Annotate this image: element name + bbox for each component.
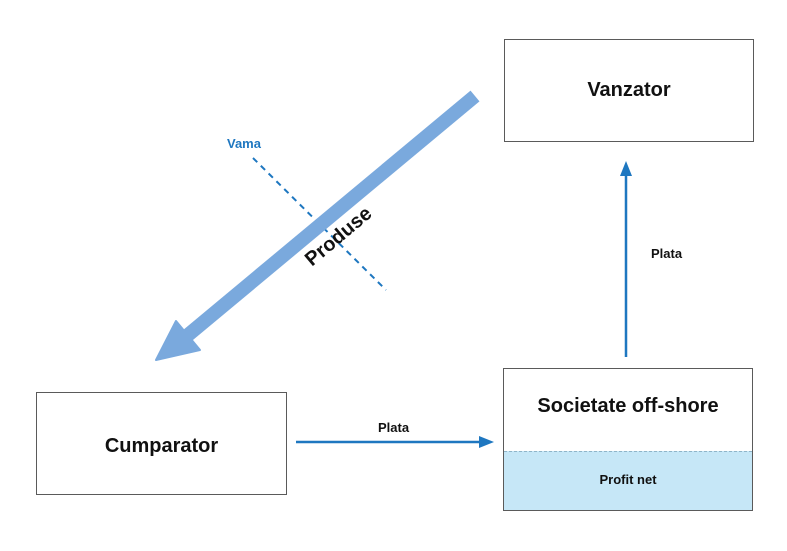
offshore-label: Societate off-shore bbox=[537, 395, 719, 417]
plata-vertical-label: Plata bbox=[651, 246, 683, 261]
cumparator-node: Cumparator bbox=[36, 392, 287, 495]
plata-horizontal-arrowhead bbox=[479, 436, 494, 448]
vanzator-node: Vanzator bbox=[504, 39, 754, 142]
offshore-node: Societate off-shore Profit net bbox=[503, 368, 753, 511]
profit-net-label: Profit net bbox=[599, 472, 657, 487]
profit-net-section: Profit net bbox=[504, 451, 752, 510]
cumparator-label: Cumparator bbox=[104, 435, 219, 457]
plata-horizontal-label: Plata bbox=[378, 420, 410, 435]
vanzator-label: Vanzator bbox=[587, 79, 671, 101]
produse-arrow-shaft bbox=[177, 90, 480, 346]
vama-label: Vama bbox=[227, 136, 261, 151]
plata-vertical-arrowhead bbox=[620, 161, 632, 176]
produse-arrowhead bbox=[155, 320, 201, 361]
